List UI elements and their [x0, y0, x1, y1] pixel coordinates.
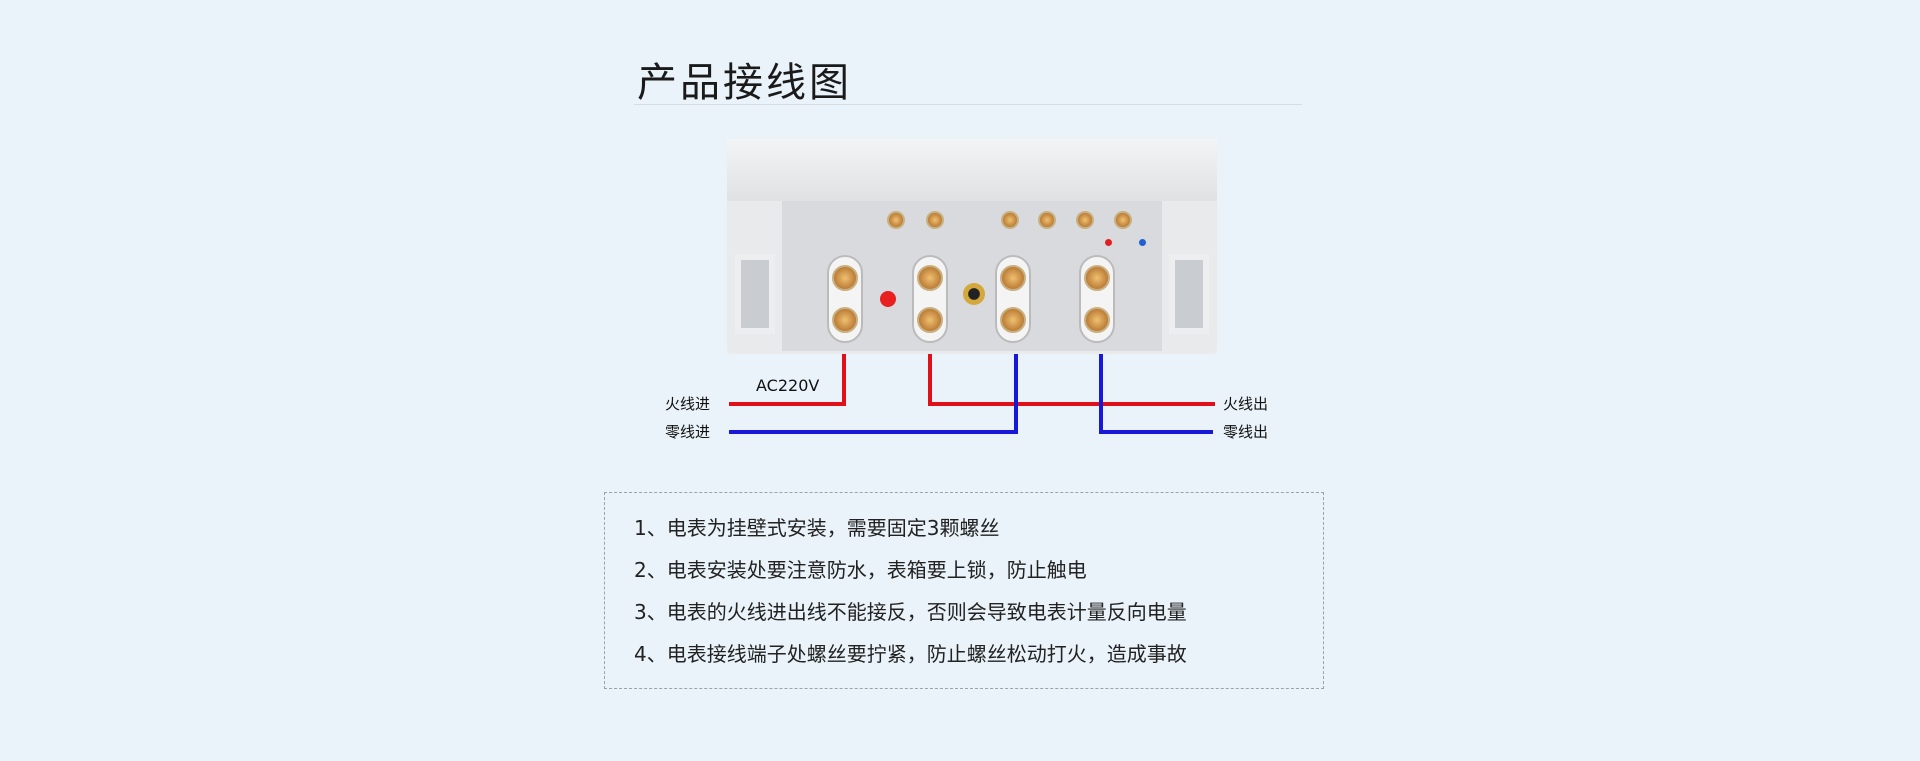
page-title: 产品接线图	[637, 60, 852, 106]
note-item: 4、电表接线端子处螺丝要拧紧，防止螺丝松动打火，造成事故	[634, 642, 1187, 666]
live-in-wire-vertical	[842, 354, 846, 406]
neutral-out-label: 零线出	[1223, 423, 1269, 441]
installation-notes-box	[604, 492, 1324, 689]
mount-slot-left	[735, 254, 775, 334]
live-in-label: 火线进	[665, 395, 711, 413]
note-item: 1、电表为挂壁式安装，需要固定3颗螺丝	[634, 516, 1000, 540]
aux-screw	[1076, 211, 1094, 229]
live-out-label: 火线出	[1223, 395, 1269, 413]
blue-indicator	[1139, 239, 1146, 246]
note-item: 2、电表安装处要注意防水，表箱要上锁，防止触电	[634, 558, 1087, 582]
meter-terminal-photo	[727, 139, 1217, 354]
aux-screw	[887, 211, 905, 229]
neutral-in-wire-vertical	[1014, 354, 1018, 434]
neutral-in-wire	[729, 430, 1018, 434]
terminal-2	[912, 255, 948, 343]
red-indicator	[1105, 239, 1112, 246]
seal-hole	[963, 283, 985, 305]
live-out-wire	[928, 402, 1215, 406]
live-in-wire	[729, 402, 846, 406]
red-led	[880, 291, 896, 307]
neutral-out-wire-vertical	[1099, 354, 1103, 434]
terminal-3	[995, 255, 1031, 343]
divider	[634, 104, 1302, 105]
mount-slot-right	[1169, 254, 1209, 334]
meter-cover	[727, 139, 1217, 201]
aux-screw	[926, 211, 944, 229]
neutral-out-wire	[1099, 430, 1213, 434]
aux-screw	[1038, 211, 1056, 229]
aux-screw	[1001, 211, 1019, 229]
neutral-in-label: 零线进	[665, 423, 711, 441]
voltage-label: AC220V	[756, 376, 820, 395]
live-out-wire-vertical	[928, 354, 932, 406]
aux-screw	[1114, 211, 1132, 229]
note-item: 3、电表的火线进出线不能接反，否则会导致电表计量反向电量	[634, 600, 1187, 624]
terminal-1	[827, 255, 863, 343]
terminal-4	[1079, 255, 1115, 343]
